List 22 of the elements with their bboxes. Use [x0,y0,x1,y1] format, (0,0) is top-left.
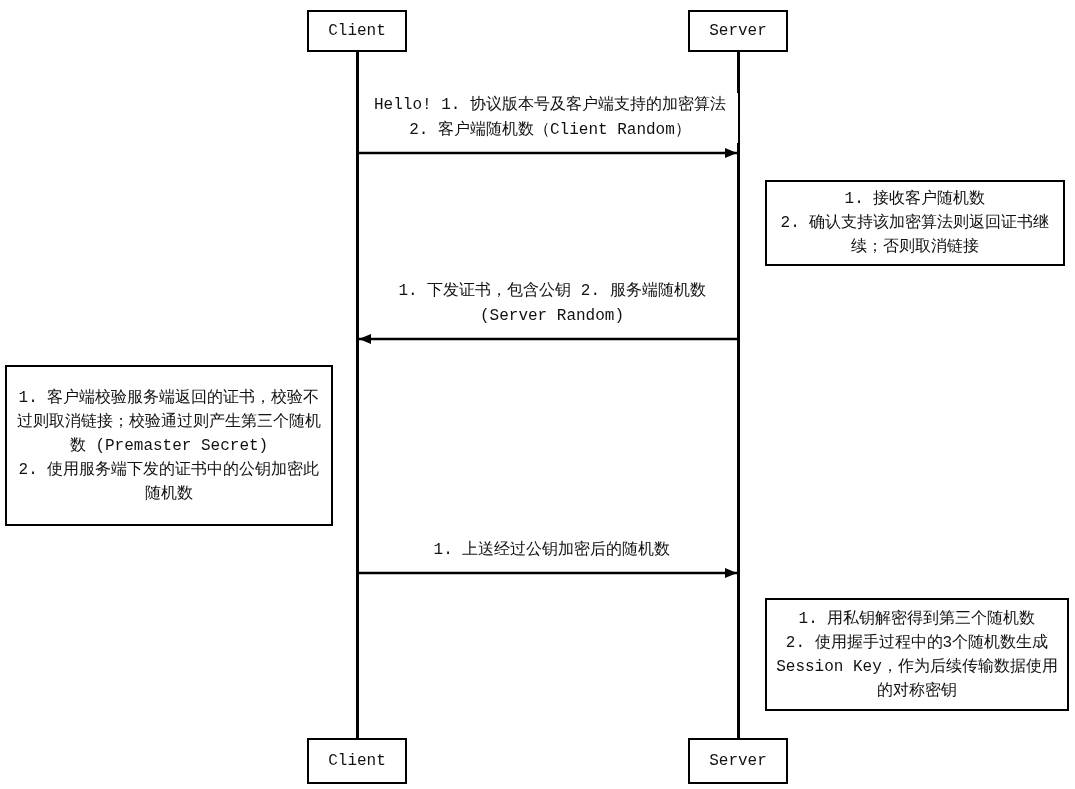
lifeline [737,52,740,738]
message-arrow [359,568,737,578]
lifeline [356,52,359,738]
note-box [765,180,1065,266]
message-arrow [359,148,737,158]
participant-box [307,10,407,52]
note-box [765,598,1069,711]
note-text: 1. 接收客户随机数 [844,188,986,210]
note-text: 2. 确认支持该加密算法则返回证书继续；否则取消链接 [779,212,1051,258]
note-text: 1. 用私钥解密得到第三个随机数 [798,608,1036,630]
note-text: 2. 使用服务端下发的证书中的公钥加密此随机数 [17,459,321,505]
note-text: 1. 客户端校验服务端返回的证书，校验不过则取消链接；校验通过则产生第三个随机数 (Premaster Secret) [16,387,322,457]
participant-name: Client [328,21,386,42]
participant-name: Server [709,751,767,772]
participant-name: Server [709,21,767,42]
message-arrow [359,334,737,344]
participant-name: Client [328,751,386,772]
participant-box [688,10,788,52]
note-text: 2. 使用握手过程中的3个随机数生成Session Key，作为后续传输数据使用的对称密钥 [775,632,1059,702]
note-box [5,365,333,526]
participant-box [688,738,788,784]
participant-box [307,738,407,784]
